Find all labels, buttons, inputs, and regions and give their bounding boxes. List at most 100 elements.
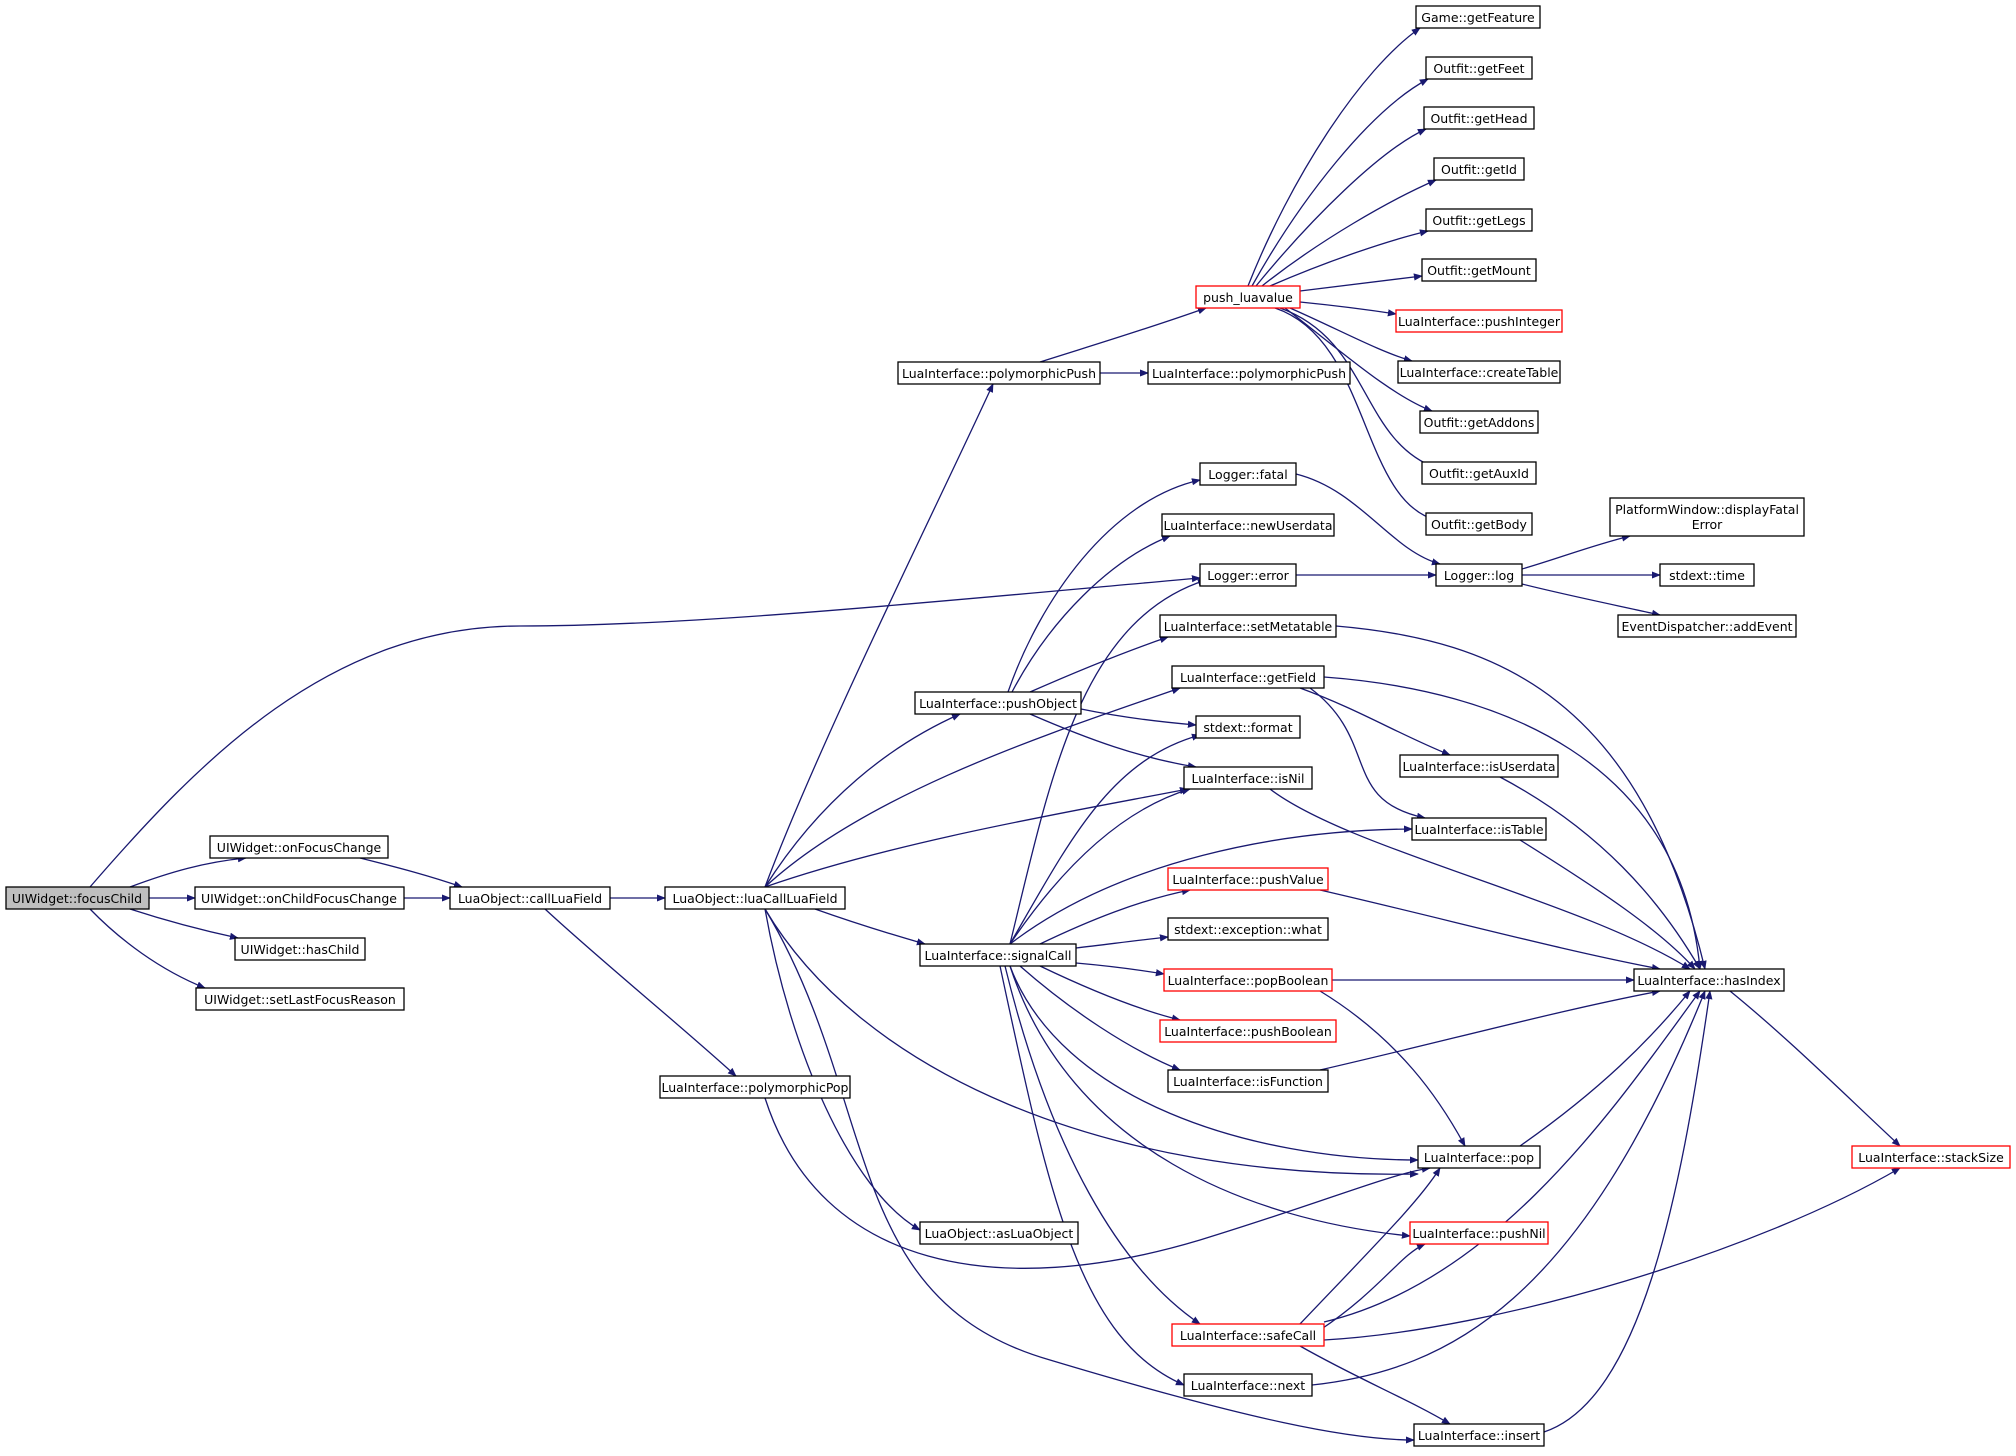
node-getlegs-label: Outfit::getLegs [1432,213,1525,228]
edges [89,27,1901,1444]
node-isuserdata[interactable]: LuaInterface::isUserdata [1399,754,1559,778]
node-pushnil[interactable]: LuaInterface::pushNil [1409,1221,1549,1245]
node-getid[interactable]: Outfit::getId [1433,157,1525,181]
edge-isfunction-hasindex [1319,988,1661,1071]
node-logger-error-label: Logger::error [1207,568,1289,583]
node-getfeet-label: Outfit::getFeet [1433,61,1524,76]
node-format[interactable]: stdext::format [1195,715,1301,739]
node-stdext-time-label: stdext::time [1669,568,1745,583]
edge-pop-hasindex [1519,990,1691,1147]
node-onchildfocuschange[interactable]: UIWidget::onChildFocusChange [194,886,405,910]
node-getfeature-label: Game::getFeature [1421,10,1535,25]
node-istable[interactable]: LuaInterface::isTable [1411,817,1547,841]
node-logger-log[interactable]: Logger::log [1435,563,1523,587]
edge-luacallluafield-signalcall [814,908,926,946]
node-getfield[interactable]: LuaInterface::getField [1171,665,1325,689]
edge-next-hasindex [1311,990,1706,1386]
node-pushboolean-label: LuaInterface::pushBoolean [1164,1024,1332,1039]
node-isnil-label: LuaInterface::isNil [1192,771,1305,786]
edge-popboolean-pop [1319,990,1466,1147]
edge-luacallluafield-asluaobject [764,908,921,1231]
node-pushobject[interactable]: LuaInterface::pushObject [914,691,1082,715]
node-luacallluafield[interactable]: LuaObject::luaCallLuaField [664,886,846,910]
node-safecall[interactable]: LuaInterface::safeCall [1171,1323,1325,1347]
node-haschild-label: UIWidget::hasChild [241,942,360,957]
node-signalcall-label: LuaInterface::signalCall [924,948,1071,963]
node-gethead[interactable]: Outfit::getHead [1423,106,1535,130]
node-push-luavalue[interactable]: push_luavalue [1195,285,1301,309]
node-newuserdata-label: LuaInterface::newUserdata [1164,518,1333,533]
edge-loggerlog-addevent [1521,583,1661,617]
node-asluaobject[interactable]: LuaObject::asLuaObject [919,1221,1079,1245]
node-next-label: LuaInterface::next [1191,1378,1306,1393]
edge-signalcall-safecall [1004,965,1201,1325]
node-pushobject-label: LuaInterface::pushObject [919,696,1077,711]
edge-loggerlog-displayfatal [1521,534,1631,570]
node-getlegs[interactable]: Outfit::getLegs [1425,208,1533,232]
node-getbody-label: Outfit::getBody [1431,517,1528,532]
node-isnil[interactable]: LuaInterface::isNil [1183,766,1313,790]
node-polymorphicpush-1[interactable]: LuaInterface::polymorphicPush [897,361,1101,385]
node-isfunction[interactable]: LuaInterface::isFunction [1167,1069,1329,1093]
node-pop-label: LuaInterface::pop [1424,1150,1534,1165]
node-setlastfocusreason-label: UIWidget::setLastFocusReason [204,992,396,1007]
node-newuserdata[interactable]: LuaInterface::newUserdata [1161,513,1335,537]
node-setmetatable[interactable]: LuaInterface::setMetatable [1159,614,1337,638]
edge-pushluavalue-getauxid [1279,307,1437,469]
node-stacksize[interactable]: LuaInterface::stackSize [1851,1145,2011,1169]
node-getbody[interactable]: Outfit::getBody [1425,512,1533,536]
node-signalcall[interactable]: LuaInterface::signalCall [919,943,1077,967]
node-stdext-time[interactable]: stdext::time [1659,563,1755,587]
node-onfocuschange[interactable]: UIWidget::onFocusChange [209,835,389,859]
node-focuschild[interactable]: UIWidget::focusChild [5,886,150,910]
node-haschild[interactable]: UIWidget::hasChild [234,937,366,961]
node-addevent[interactable]: EventDispatcher::addEvent [1617,614,1797,638]
node-getmount[interactable]: Outfit::getMount [1421,258,1537,282]
node-displayfatalerror-label-line2: Error [1692,517,1723,532]
node-getfeature[interactable]: Game::getFeature [1415,5,1541,29]
edge-pushluavalue-getid [1261,179,1437,287]
node-setlastfocusreason[interactable]: UIWidget::setLastFocusReason [195,987,405,1011]
edge-signalcall-pushnil [1009,965,1411,1239]
node-pop[interactable]: LuaInterface::pop [1417,1145,1541,1169]
node-hasindex[interactable]: LuaInterface::hasIndex [1633,968,1785,992]
edge-pushobject-newuserdata [1011,535,1171,693]
edge-luacallluafield-getfield [764,687,1181,888]
node-logger-log-label: Logger::log [1444,568,1514,583]
node-polymorphicpush-2[interactable]: LuaInterface::polymorphicPush [1147,361,1351,385]
node-getfeet[interactable]: Outfit::getFeet [1425,56,1533,80]
node-logger-error[interactable]: Logger::error [1199,563,1297,587]
node-logger-fatal[interactable]: Logger::fatal [1199,462,1297,486]
node-safecall-label: LuaInterface::safeCall [1180,1328,1316,1343]
node-insert-label: LuaInterface::insert [1418,1428,1540,1443]
edge-pushluavalue-getaddons [1284,307,1433,412]
node-createtable[interactable]: LuaInterface::createTable [1397,360,1561,384]
edge-luacallluafield-insert [764,908,1415,1444]
node-pushboolean[interactable]: LuaInterface::pushBoolean [1159,1019,1337,1043]
edge-signalcall-popboolean [1075,962,1165,977]
node-displayfatalerror-label-line1: PlatformWindow::displayFatal [1615,502,1799,517]
node-getauxid[interactable]: Outfit::getAuxId [1421,461,1537,485]
node-popboolean[interactable]: LuaInterface::popBoolean [1163,968,1333,992]
edge-luacallluafield-isnil [764,787,1189,888]
node-insert[interactable]: LuaInterface::insert [1413,1423,1545,1447]
node-exception-what[interactable]: stdext::exception::what [1167,917,1329,941]
node-polymorphicpop[interactable]: LuaInterface::polymorphicPop [659,1075,851,1099]
edge-pushluavalue-getbody [1274,307,1437,522]
node-pushvalue[interactable]: LuaInterface::pushValue [1167,867,1329,891]
edge-safecall-insert [1299,1345,1451,1425]
node-getaddons[interactable]: Outfit::getAddons [1419,410,1539,434]
edge-signalcall-next [999,965,1185,1386]
node-callluafield[interactable]: LuaObject::callLuaField [449,886,611,910]
edge-safecall-hasindex [1323,990,1701,1323]
node-polymorphicpush-2-label: LuaInterface::polymorphicPush [1152,366,1346,381]
edge-pushluavalue-getmount [1299,273,1423,292]
node-pushinteger[interactable]: LuaInterface::pushInteger [1395,309,1563,333]
edge-polymorphicpop-pop [764,1097,1431,1269]
node-next[interactable]: LuaInterface::next [1183,1373,1313,1397]
edge-onfocuschange-callluafield [359,857,463,888]
node-isuserdata-label: LuaInterface::isUserdata [1402,759,1555,774]
edge-pushobject-setmetatable [1029,636,1169,693]
edge-insert-hasindex [1543,990,1713,1433]
